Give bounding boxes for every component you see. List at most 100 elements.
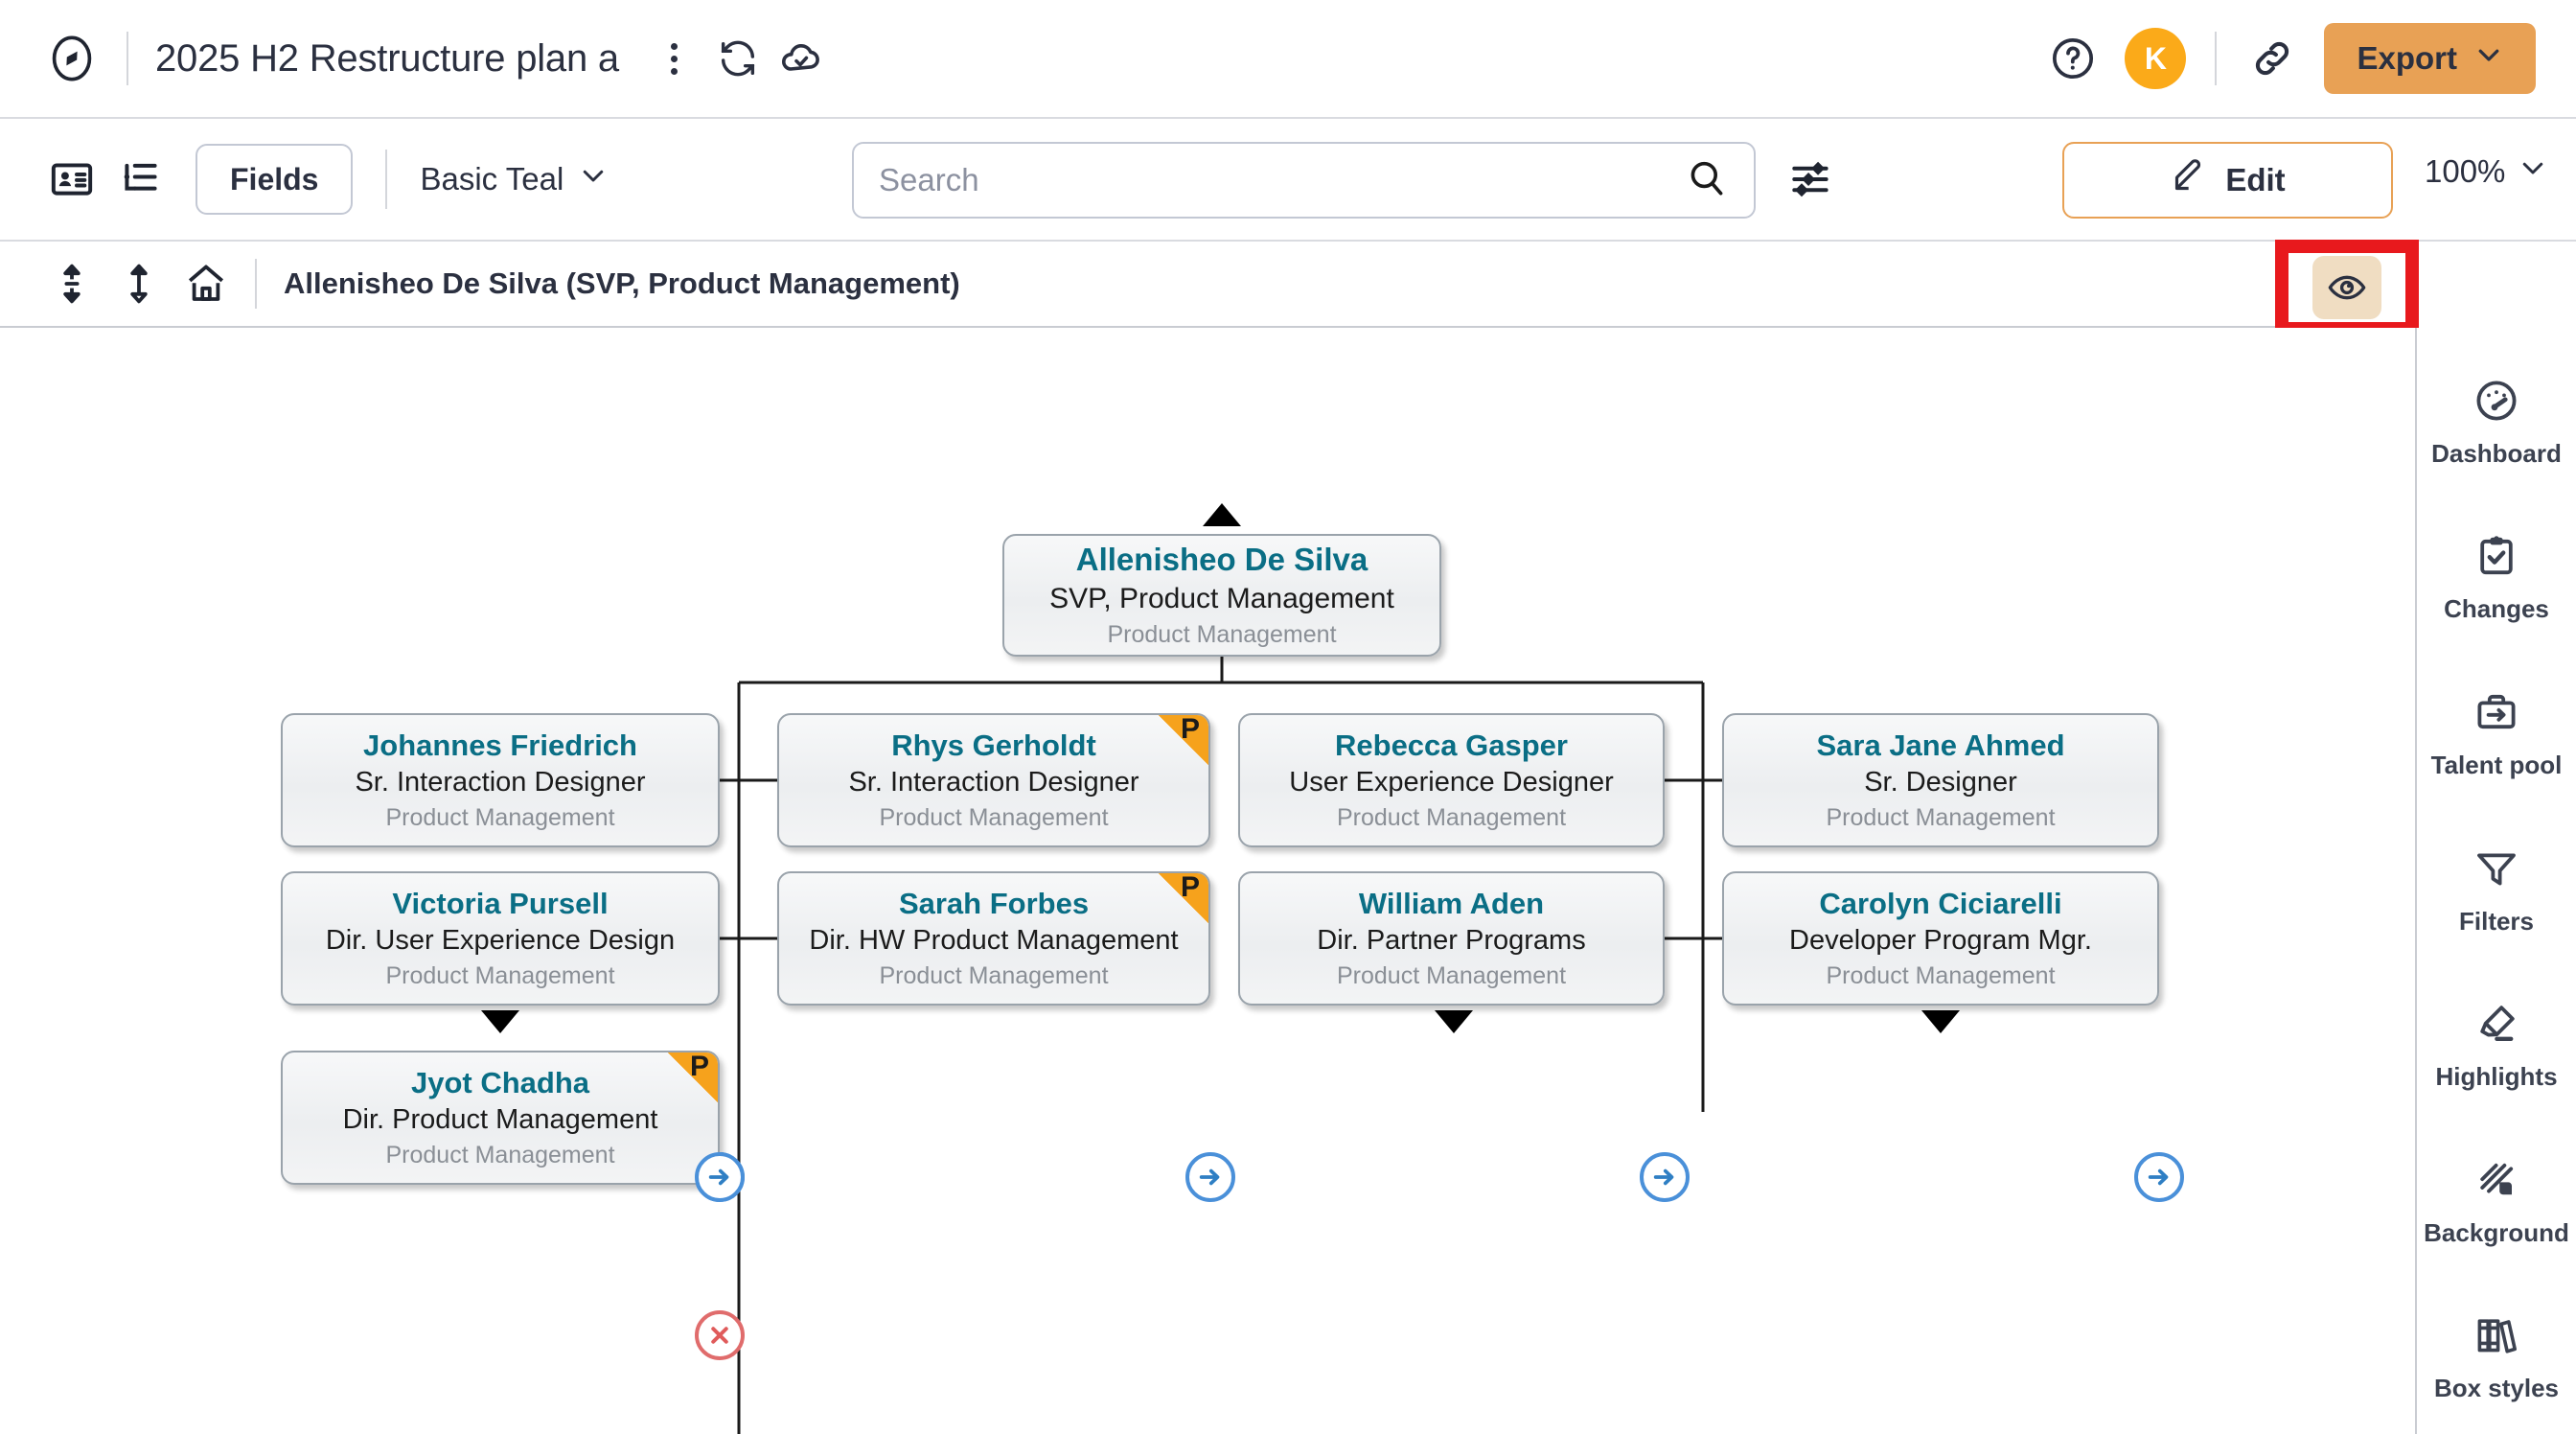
eye-visibility-icon[interactable] [2312,256,2381,319]
children-collapsed-arrow-icon[interactable] [1921,1010,1960,1033]
background-pattern-icon [2470,1153,2523,1207]
node-title: SVP, Product Management [1049,582,1394,614]
remove-cross-icon[interactable] [695,1310,745,1360]
move-right-arrow-icon-col0[interactable] [695,1152,745,1202]
move-right-arrow-icon-col1[interactable] [1185,1152,1235,1202]
orgchart-node-rebecca-gasper[interactable]: Rebecca Gasper User Experience Designer … [1238,713,1665,847]
sidebar-item-label: Box styles [2433,1374,2560,1403]
avatar[interactable]: K [2125,28,2187,89]
node-name: Jyot Chadha [410,1065,590,1099]
edit-label: Edit [2225,162,2286,197]
orgchart-node-sarah-forbes[interactable]: P Sarah Forbes Dir. HW Product Managemen… [777,871,1210,1006]
eye-visibility-highlight [2275,240,2419,335]
move-right-arrow-icon-col3[interactable] [2134,1152,2184,1202]
funnel-filter-icon [2470,842,2523,895]
sidebar-item-label: Filters [2458,906,2535,936]
parent-collapsed-arrow-icon[interactable] [1203,503,1241,526]
sidebar-item-label: Dashboard [2431,438,2562,468]
orgchart-node-william-aden[interactable]: William Aden Dir. Partner Programs Produ… [1238,871,1665,1006]
highlighter-pen-icon [2470,997,2523,1051]
cloud-save-icon[interactable] [774,32,828,85]
node-name: Sarah Forbes [898,886,1090,920]
node-department: Product Management [1107,620,1337,648]
books-boxstyle-icon [2470,1308,2523,1362]
fields-button[interactable]: Fields [196,144,354,215]
sidebar-item-talent-pool[interactable]: Talent pool [2416,655,2576,811]
children-collapsed-arrow-icon[interactable] [481,1010,519,1033]
node-name: William Aden [1358,886,1545,920]
collapse-up-icon[interactable] [111,256,167,312]
zoom-select[interactable]: 100% [2425,153,2547,190]
briefcase-arrow-icon [2470,685,2523,739]
breadcrumb[interactable]: Allenisheo De Silva (SVP, Product Manage… [284,266,960,300]
sidebar-item-filters[interactable]: Filters [2416,811,2576,967]
node-department: Product Management [385,804,615,832]
node-name: Rebecca Gasper [1335,728,1568,762]
orgchart-canvas[interactable]: Allenisheo De Silva SVP, Product Managem… [0,328,2415,1434]
node-department: Product Management [1336,962,1567,990]
proposed-flag-badge: P [1159,873,1208,923]
node-title: Dir. Partner Programs [1317,925,1586,957]
page-title: 2025 H2 Restructure plan a [155,36,619,80]
sidebar-item-label: Highlights [2435,1062,2558,1092]
more-options-icon[interactable] [656,35,694,81]
move-right-arrow-icon-col2[interactable] [1640,1152,1690,1202]
chevron-down-icon [2474,40,2503,77]
sidebar-item-background[interactable]: Background [2416,1122,2576,1279]
node-name: Allenisheo De Silva [1075,542,1368,578]
proposed-flag-letter: P [689,1051,709,1082]
sidebar-item-highlights[interactable]: Highlights [2416,966,2576,1122]
sidebar-item-dashboard[interactable]: Dashboard [2416,343,2576,499]
chevron-down-icon [579,161,608,197]
sidebar-item-changes[interactable]: Changes [2416,499,2576,656]
export-button[interactable]: Export [2324,23,2536,94]
orgchart-node-sara-jane-ahmed[interactable]: Sara Jane Ahmed Sr. Designer Product Man… [1722,713,2159,847]
node-department: Product Management [1826,804,2056,832]
node-department: Product Management [1336,804,1567,832]
sidebar-item-label: Background [2424,1217,2569,1247]
orgchart-node-johannes-friedrich[interactable]: Johannes Friedrich Sr. Interaction Desig… [281,713,720,847]
expand-all-icon[interactable] [44,256,100,312]
style-select[interactable]: Basic Teal [420,161,608,197]
orgchart-node-victoria-pursell[interactable]: Victoria Pursell Dir. User Experience De… [281,871,720,1006]
proposed-flag-badge: P [668,1052,718,1102]
node-name: Rhys Gerholdt [891,728,1096,762]
node-title: User Experience Designer [1289,767,1614,798]
proposed-flag-letter: P [1180,713,1200,745]
top-bar: 2025 H2 Restructure plan a K [0,0,2576,119]
proposed-flag-badge: P [1159,715,1208,765]
edit-button[interactable]: Edit [2062,142,2393,219]
tree-list-icon[interactable] [111,150,171,209]
search-input[interactable] [879,162,1685,198]
refresh-sync-icon[interactable] [711,32,765,85]
node-department: Product Management [879,804,1109,832]
compass-logo-icon[interactable] [44,31,100,86]
home-icon[interactable] [178,256,234,312]
sliders-settings-icon[interactable] [1781,149,1842,210]
search-box[interactable] [852,142,1756,219]
top-bar-right-group: K Export [2046,23,2576,94]
sidebar-item-label: Changes [2444,594,2549,624]
link-share-icon[interactable] [2245,32,2299,85]
chevron-down-icon [2518,153,2547,190]
orgchart-node-root[interactable]: Allenisheo De Silva SVP, Product Managem… [1002,534,1441,657]
node-title: Sr. Designer [1864,767,2017,798]
pencil-edit-icon [2170,157,2208,203]
orgchart-node-jyot-chadha[interactable]: P Jyot Chadha Dir. Product Management Pr… [281,1051,720,1185]
style-select-label: Basic Teal [420,161,564,197]
person-card-icon[interactable] [42,150,102,209]
node-title: Dir. User Experience Design [325,925,676,957]
dashboard-gauge-icon [2470,374,2523,428]
node-name: Johannes Friedrich [363,728,637,762]
top-divider [126,32,128,85]
help-circle-icon[interactable] [2046,32,2100,85]
children-collapsed-arrow-icon[interactable] [1435,1010,1473,1033]
search-icon[interactable] [1685,156,1729,205]
orgchart-node-carolyn-ciciarelli[interactable]: Carolyn Ciciarelli Developer Program Mgr… [1722,871,2159,1006]
orgchart-node-rhys-gerholdt[interactable]: P Rhys Gerholdt Sr. Interaction Designer… [777,713,1210,847]
sidebar-item-box-styles[interactable]: Box styles [2416,1278,2576,1434]
top-right-divider [2215,32,2218,85]
node-name: Victoria Pursell [392,886,609,920]
node-title: Sr. Interaction Designer [848,767,1139,798]
